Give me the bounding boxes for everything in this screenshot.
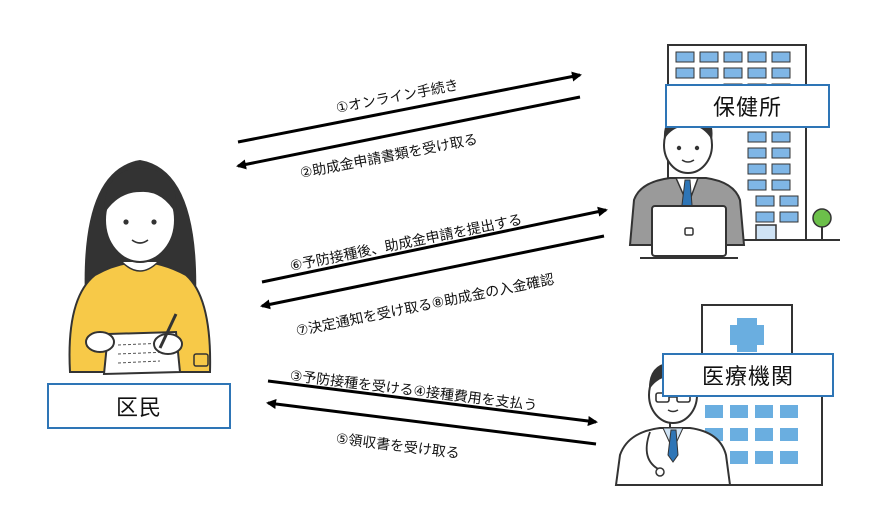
arrow-receive-vaccination-and-pay [267, 379, 598, 426]
medical-institution-label: 医療機関 [662, 353, 834, 397]
arrow-submit-subsidy-application [261, 206, 608, 284]
arrows [236, 71, 608, 446]
arrow-receive-receipt [266, 399, 597, 446]
arrow-receive-application-documents [236, 95, 581, 170]
arrow-online-procedure [237, 71, 582, 144]
citizen-label: 区民 [47, 383, 231, 429]
citizen-illustration [68, 160, 212, 376]
arrow-receive-decision-notice [260, 234, 605, 310]
health-center-label: 保健所 [665, 84, 830, 128]
